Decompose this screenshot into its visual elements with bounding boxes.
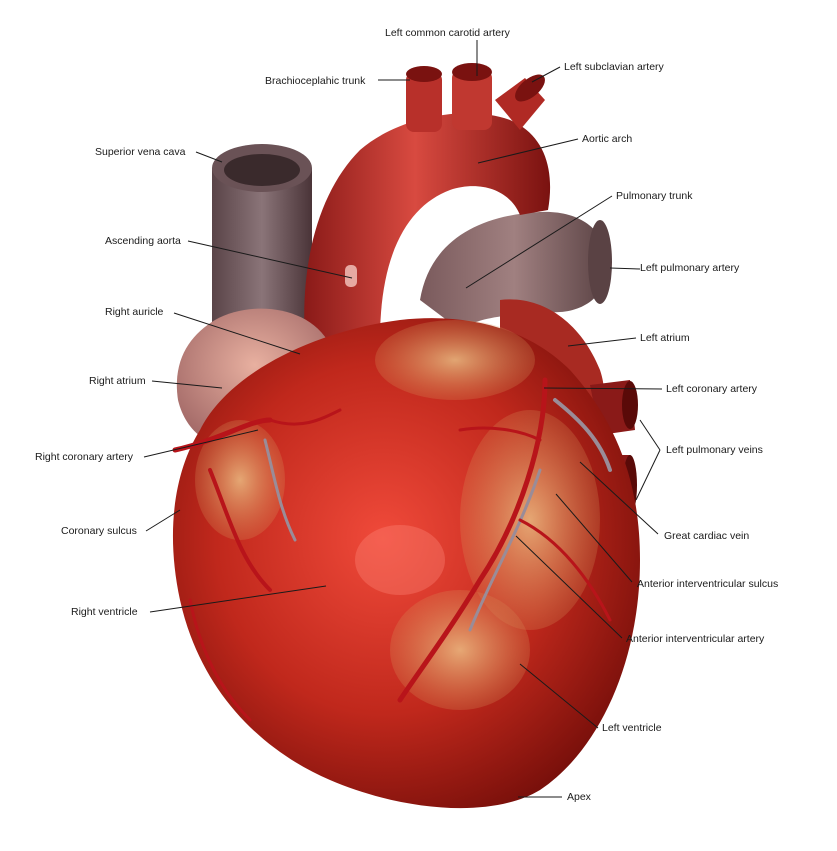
label-pulmonary-trunk: Pulmonary trunk <box>616 190 693 202</box>
aorta-shape <box>304 63 551 340</box>
label-coronary-sulcus: Coronary sulcus <box>61 525 137 537</box>
label-right-auricle: Right auricle <box>105 306 164 318</box>
label-left-subclavian-artery: Left subclavian artery <box>564 61 664 73</box>
label-left-pulmonary-artery: Left pulmonary artery <box>640 262 740 274</box>
label-anterior-interventricular-sulcus: Anterior interventricular sulcus <box>637 578 779 590</box>
label-great-cardiac-vein: Great cardiac vein <box>664 530 750 542</box>
label-ascending-aorta: Ascending aorta <box>105 235 181 247</box>
leader-lines <box>143 40 663 798</box>
label-left-atrium: Left atrium <box>640 332 690 344</box>
label-left-coronary-artery: Left coronary artery <box>666 383 758 395</box>
pulmonary-trunk-shape <box>420 211 612 330</box>
label-left-common-carotid-artery: Left common carotid artery <box>385 27 510 39</box>
label-left-ventricle: Left ventricle <box>602 722 662 734</box>
label-superior-vena-cava: Superior vena cava <box>95 146 186 158</box>
label-anterior-interventricular-artery: Anterior interventricular artery <box>626 633 765 645</box>
label-apex: Apex <box>567 791 591 803</box>
label-aortic-arch: Aortic arch <box>582 133 633 145</box>
label-brachiocephalic-trunk: Brachioceplahic trunk <box>265 75 366 87</box>
label-right-atrium: Right atrium <box>89 375 146 387</box>
coronary-vessels <box>172 377 612 722</box>
label-right-ventricle: Right ventricle <box>71 606 138 618</box>
label-right-coronary-artery: Right coronary artery <box>35 451 134 463</box>
label-left-pulmonary-veins: Left pulmonary veins <box>666 444 763 456</box>
superior-vena-cava-shape <box>212 144 312 330</box>
